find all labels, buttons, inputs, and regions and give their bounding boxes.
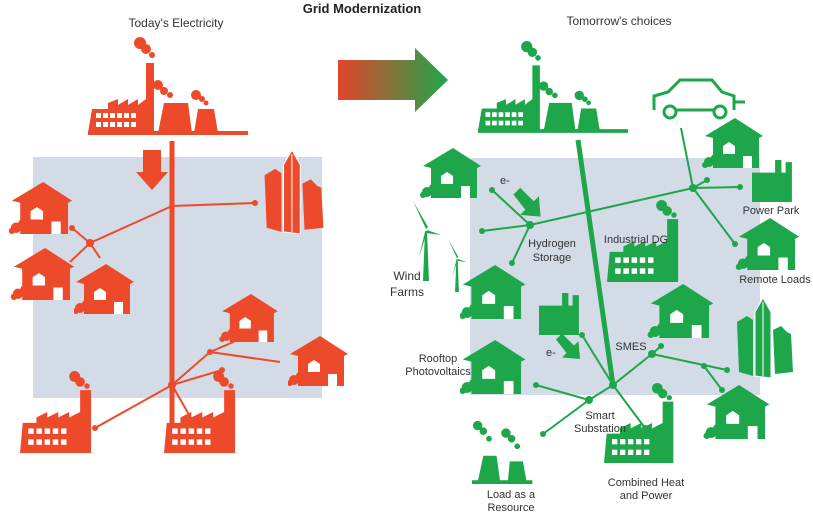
- wind-farms-label: Wind: [393, 269, 420, 283]
- tomorrows-choices-panel: Tomorrow's choices: [390, 14, 811, 514]
- wind-farms-label: Farms: [390, 285, 424, 299]
- diagram-title: Grid Modernization: [303, 1, 422, 16]
- transition-arrow-icon: [338, 48, 448, 112]
- smart-substation-label: Smart: [585, 410, 614, 422]
- left-heading: Today's Electricity: [129, 16, 224, 30]
- central-power-plant-icon: [478, 41, 628, 133]
- central-power-plant-icon: [88, 37, 248, 135]
- electron-label: e-: [546, 347, 556, 359]
- electric-car-icon: [652, 78, 745, 120]
- power-park-label: Power Park: [743, 205, 800, 217]
- rooftop-pv-label: Photovoltaics: [405, 366, 471, 378]
- remote-loads-label: Remote Loads: [739, 274, 811, 286]
- right-labels: e- e- Hydrogen Storage Wind Farms Indust…: [390, 175, 811, 514]
- load-as-resource-label: Load as a: [487, 489, 536, 501]
- down-arrow-icon: [136, 150, 168, 190]
- grid-lines: [69, 141, 281, 450]
- load-as-resource-label: Resource: [487, 502, 534, 514]
- right-heading: Tomorrow's choices: [567, 14, 672, 28]
- todays-electricity-panel: Today's Electricity: [8, 16, 348, 453]
- grid-lines: [481, 127, 741, 435]
- electron-label: e-: [500, 175, 510, 187]
- smes-label: SMES: [615, 341, 646, 353]
- hydrogen-storage-label: Hydrogen: [528, 238, 576, 250]
- industrial-dg-label: Industrial DG: [604, 234, 668, 246]
- cooling-towers-icon: [472, 420, 533, 484]
- smart-substation-label: Substation: [574, 423, 626, 435]
- house-icon: [420, 148, 481, 198]
- chp-label: and Power: [620, 490, 673, 502]
- chp-label: Combined Heat: [608, 477, 684, 489]
- house-icon: [702, 118, 763, 168]
- hydrogen-storage-label: Storage: [533, 252, 572, 264]
- rooftop-pv-label: Rooftop: [419, 353, 458, 365]
